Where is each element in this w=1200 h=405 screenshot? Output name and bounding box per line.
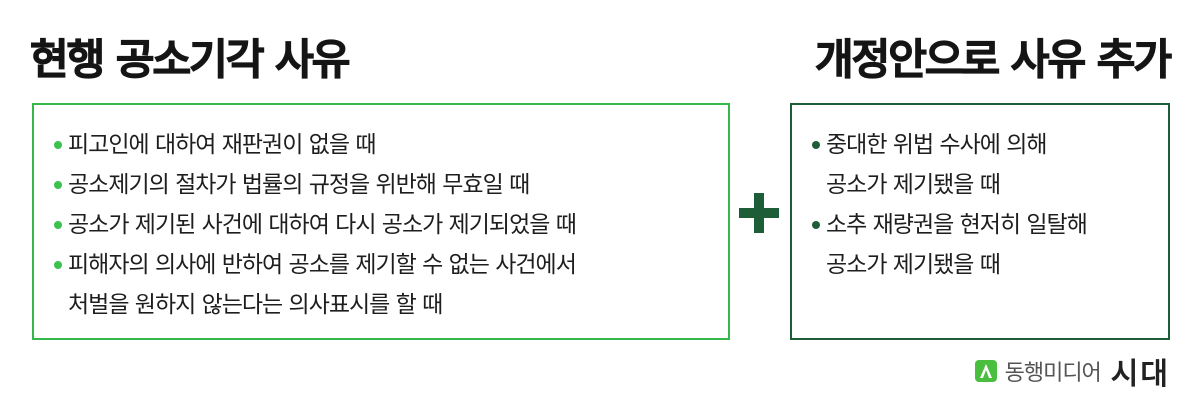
bullet-icon bbox=[812, 221, 820, 229]
bullet-icon bbox=[54, 261, 62, 269]
added-reason-text: 소추 재량권을 현저히 일탈해 bbox=[826, 212, 1088, 238]
current-reason-text-continued: 처벌을 원하지 않는다는 의사표시를 할 때 bbox=[68, 292, 443, 318]
added-reason-item: 소추 재량권을 현저히 일탈해 공소가 제기됐을 때 bbox=[812, 205, 1168, 285]
current-reason-item: 피해자의 의사에 반하여 공소를 제기할 수 없는 사건에서 처벌을 원하지 않… bbox=[54, 245, 728, 325]
plus-icon bbox=[739, 193, 779, 233]
current-reason-text: 공소제기의 절차가 법률의 규정을 위반해 무효일 때 bbox=[68, 172, 530, 198]
current-reasons-heading: 현행 공소기각 사유 bbox=[29, 35, 350, 85]
added-reason-item: 중대한 위법 수사에 의해 공소가 제기됐을 때 bbox=[812, 125, 1168, 205]
current-reason-item: 공소가 제기된 사건에 대하여 다시 공소가 제기되었을 때 bbox=[54, 205, 728, 245]
brand-watermark: 동행미디어 시대 bbox=[974, 353, 1170, 392]
brand-name: 동행미디어 bbox=[1004, 361, 1102, 386]
added-reason-text-continued: 공소가 제기됐을 때 bbox=[826, 252, 1001, 278]
current-reason-text: 공소가 제기된 사건에 대하여 다시 공소가 제기되었을 때 bbox=[68, 212, 577, 238]
bullet-icon bbox=[54, 181, 62, 189]
added-reasons-box: 중대한 위법 수사에 의해 공소가 제기됐을 때 소추 재량권을 현저히 일탈해… bbox=[790, 103, 1170, 340]
bullet-icon bbox=[54, 141, 62, 149]
added-reason-text: 중대한 위법 수사에 의해 bbox=[826, 132, 1048, 158]
added-reasons-heading: 개정안으로 사유 추가 bbox=[814, 35, 1172, 85]
current-reasons-box: 피고인에 대하여 재판권이 없을 때 공소제기의 절차가 법률의 규정을 위반해… bbox=[32, 103, 730, 340]
current-reason-item: 피고인에 대하여 재판권이 없을 때 bbox=[54, 125, 728, 165]
added-reason-text-continued: 공소가 제기됐을 때 bbox=[826, 172, 1001, 198]
current-reason-item: 공소제기의 절차가 법률의 규정을 위반해 무효일 때 bbox=[54, 165, 728, 205]
brand-name-emphasis: 시대 bbox=[1110, 357, 1170, 392]
brand-logo-icon bbox=[974, 360, 997, 382]
current-reason-text: 피해자의 의사에 반하여 공소를 제기할 수 없는 사건에서 bbox=[68, 252, 577, 278]
bullet-icon bbox=[812, 141, 820, 149]
current-reason-text: 피고인에 대하여 재판권이 없을 때 bbox=[68, 132, 376, 158]
bullet-icon bbox=[54, 221, 62, 229]
